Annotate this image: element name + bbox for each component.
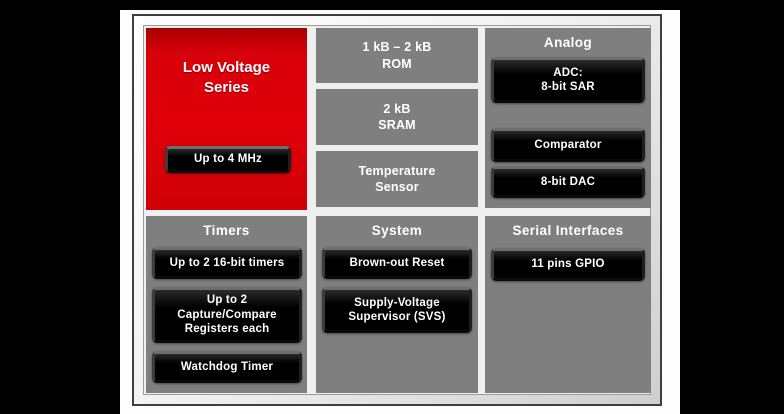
- analog-section: Analog ADC: 8-bit SAR Comparator 8-bit D…: [485, 28, 651, 208]
- serial-interfaces-section-title: Serial Interfaces: [512, 223, 624, 238]
- up-to-4mhz-button: Up to 4 MHz: [165, 146, 291, 173]
- svs-button: Supply-Voltage Supervisor (SVS): [322, 287, 472, 333]
- gpio-button: 11 pins GPIO: [491, 248, 645, 281]
- dac-button: 8-bit DAC: [491, 166, 645, 198]
- serial-interfaces-section: Serial Interfaces 11 pins GPIO: [485, 216, 651, 393]
- rom-block: 1 kB – 2 kB ROM: [316, 28, 478, 83]
- watchdog-timer-button: Watchdog Timer: [152, 351, 302, 383]
- system-section: System Brown-out Reset Supply-Voltage Su…: [316, 216, 478, 393]
- brownout-reset-button: Brown-out Reset: [322, 247, 472, 279]
- series-title: Low Voltage Series: [182, 59, 271, 97]
- low-voltage-series-block: Low Voltage Series Up to 4 MHz: [146, 28, 307, 210]
- timers-section-title: Timers: [203, 223, 250, 238]
- timers-16bit-button: Up to 2 16-bit timers: [152, 247, 302, 279]
- comparator-button: Comparator: [491, 128, 645, 162]
- analog-section-title: Analog: [543, 35, 593, 50]
- timers-section: Timers Up to 2 16-bit timers Up to 2 Cap…: [146, 216, 307, 393]
- adc-button: ADC: 8-bit SAR: [491, 57, 645, 103]
- temperature-sensor-block: Temperature Sensor: [316, 151, 478, 207]
- capture-compare-button: Up to 2 Capture/Compare Registers each: [152, 287, 302, 343]
- system-section-title: System: [371, 223, 423, 238]
- sram-block: 2 kB SRAM: [316, 89, 478, 145]
